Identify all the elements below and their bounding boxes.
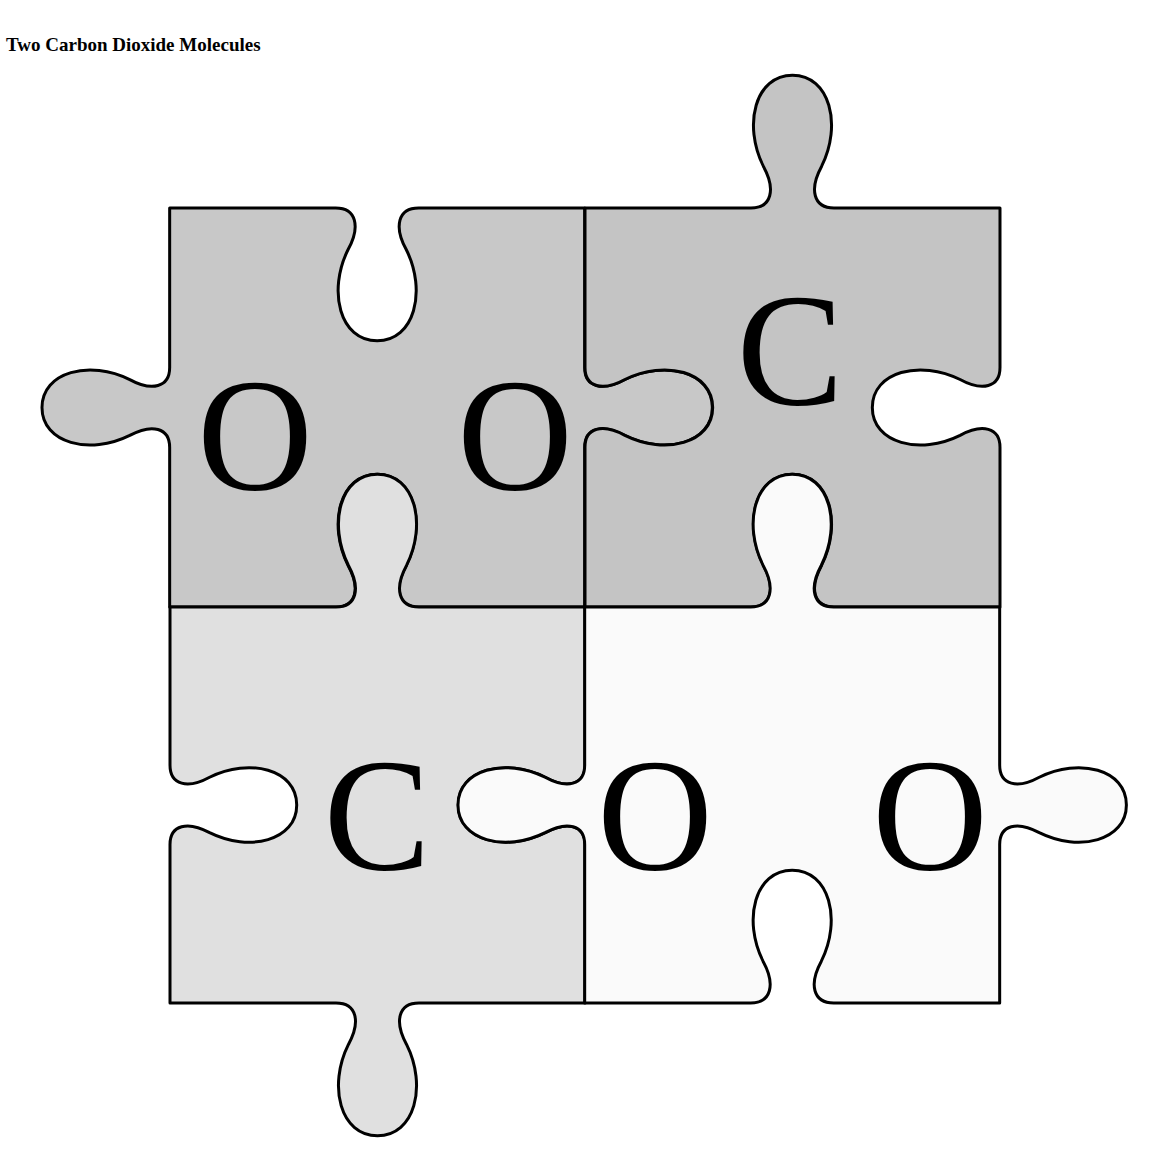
atom-letter: O <box>197 355 313 515</box>
puzzle-piece: OO <box>448 464 1136 1009</box>
atom-letter: C <box>324 735 431 895</box>
piece-outline <box>448 464 1136 1009</box>
piece-shape <box>458 474 1126 1003</box>
atom-letter: O <box>457 355 573 515</box>
atom-letter: C <box>737 270 844 430</box>
title: Two Carbon Dioxide Molecules <box>6 34 261 56</box>
atom-letter: O <box>872 735 988 895</box>
atom-letter: O <box>597 735 713 895</box>
